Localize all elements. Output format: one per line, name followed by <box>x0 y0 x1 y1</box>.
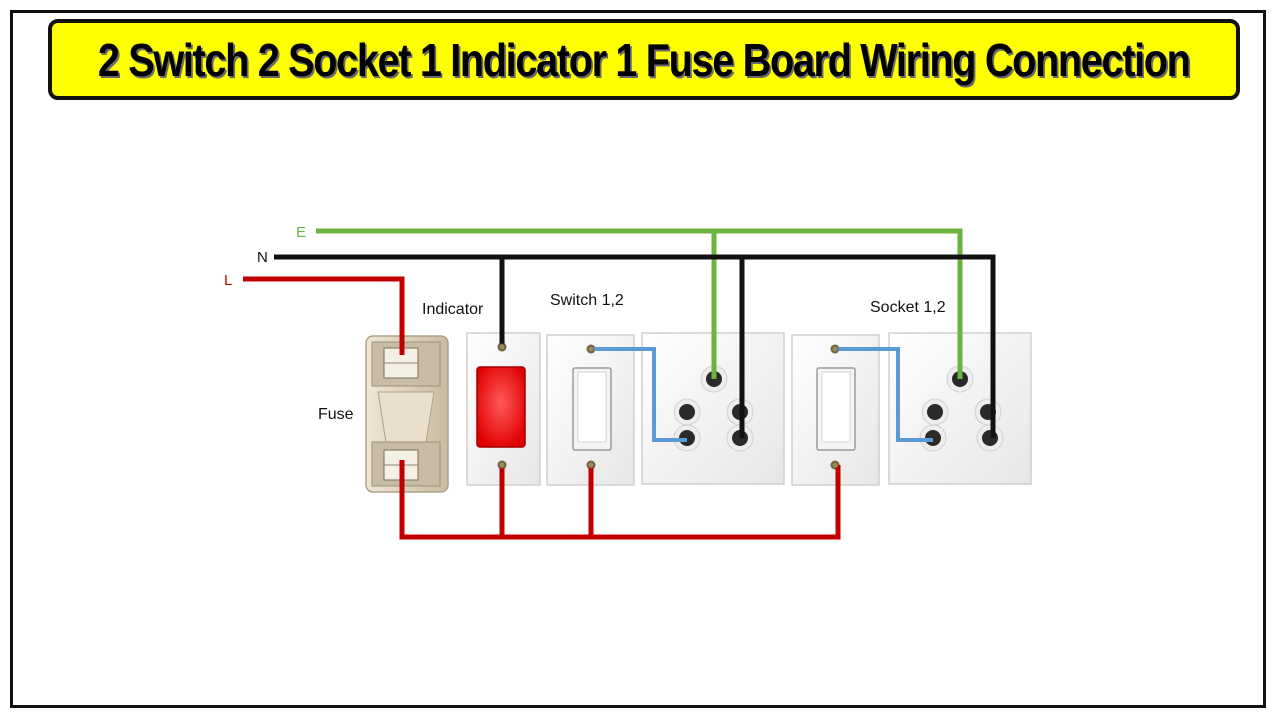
live-label: L <box>224 272 232 289</box>
diagram-frame <box>10 10 1266 708</box>
earth-label: E <box>296 224 306 241</box>
fuse-unit <box>365 335 449 493</box>
title-banner: 2 Switch 2 Socket 1 Indicator 1 Fuse Boa… <box>48 19 1240 100</box>
socket-label: Socket 1,2 <box>870 299 946 316</box>
switch-2 <box>791 334 880 486</box>
indicator-label: Indicator <box>422 301 484 318</box>
switch-1 <box>546 334 635 486</box>
switch-label: Switch 1,2 <box>550 292 624 309</box>
fuse-label: Fuse <box>318 406 354 423</box>
neutral-label: N <box>257 249 268 266</box>
page-title: 2 Switch 2 Socket 1 Indicator 1 Fuse Boa… <box>98 33 1191 86</box>
indicator-lamp <box>476 366 526 448</box>
neutral-wire <box>274 254 996 438</box>
switch-link-wires <box>591 347 933 442</box>
terminal-screws <box>498 343 839 469</box>
live-wire <box>243 276 841 540</box>
socket-2 <box>888 332 1032 485</box>
